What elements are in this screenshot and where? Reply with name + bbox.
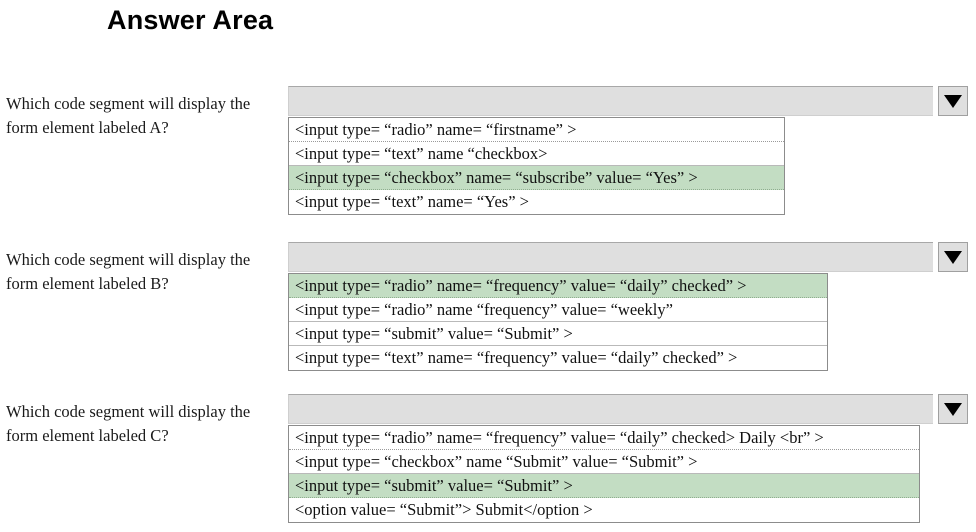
option-item[interactable]: <input type= “checkbox” name “Submit” va…: [289, 450, 919, 474]
option-item[interactable]: <input type= “radio” name= “frequency” v…: [289, 274, 827, 298]
options-list-2[interactable]: <input type= “radio” name= “frequency” v…: [288, 273, 828, 371]
option-item[interactable]: <option value= “Submit”> Submit</option …: [295, 500, 593, 519]
option-item[interactable]: <input type= “text” name “checkbox>: [289, 142, 784, 166]
chevron-down-icon: [944, 250, 962, 264]
option-item[interactable]: <input type= “text” name= “Yes” >: [295, 192, 529, 211]
chevron-down-icon: [944, 94, 962, 108]
option-item[interactable]: <input type= “radio” name= “firstname” >: [289, 118, 784, 142]
question-label-2: Which code segment will display the form…: [6, 250, 251, 293]
question-label-3: Which code segment will display the form…: [6, 402, 251, 445]
option-item[interactable]: <input type= “radio” name= “frequency” v…: [289, 426, 919, 450]
dropdown-1[interactable]: [288, 86, 933, 116]
option-item[interactable]: <input type= “radio” name “frequency” va…: [289, 298, 827, 322]
dropdown-2[interactable]: [288, 242, 933, 272]
dropdown-3[interactable]: [288, 394, 933, 424]
option-item[interactable]: <input type= “submit” value= “Submit” >: [289, 322, 827, 346]
option-item[interactable]: <input type= “text” name= “frequency” va…: [295, 348, 738, 367]
page-title: Answer Area: [107, 5, 274, 35]
dropdown-toggle-1[interactable]: [938, 86, 968, 116]
dropdown-toggle-2[interactable]: [938, 242, 968, 272]
options-list-3[interactable]: <input type= “radio” name= “frequency” v…: [288, 425, 920, 523]
dropdown-toggle-3[interactable]: [938, 394, 968, 424]
question-label-1: Which code segment will display the form…: [6, 94, 251, 137]
chevron-down-icon: [944, 402, 962, 416]
option-item[interactable]: <input type= “checkbox” name= “subscribe…: [289, 166, 784, 190]
option-item[interactable]: <input type= “submit” value= “Submit” >: [289, 474, 919, 498]
options-list-1[interactable]: <input type= “radio” name= “firstname” >…: [288, 117, 785, 215]
